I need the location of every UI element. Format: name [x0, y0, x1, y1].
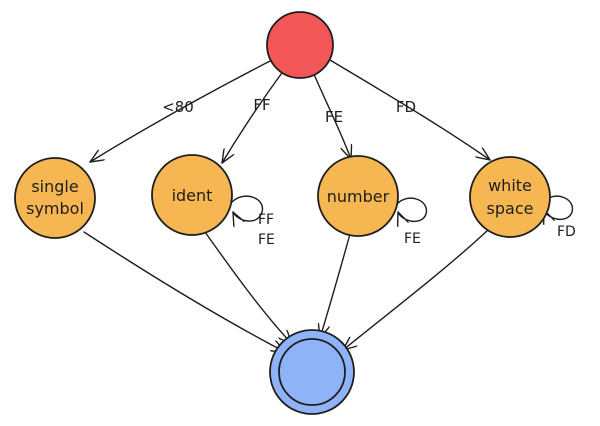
edge-white-space-to-accept	[342, 229, 489, 351]
self-loop-white-space	[542, 195, 574, 219]
edge-ident-to-accept	[204, 231, 293, 345]
state-node-number: number	[317, 155, 399, 237]
number-circle	[317, 155, 399, 237]
accept-node-inner-circle	[278, 338, 346, 406]
single-symbol-circle	[14, 157, 96, 239]
accept-node	[269, 329, 355, 415]
edge-single-symbol-to-accept	[83, 231, 286, 353]
edge-start-to-single-symbol	[89, 59, 273, 163]
self-loop-ident	[231, 195, 264, 221]
white-space-circle	[469, 156, 551, 238]
state-node-white-space: white space	[469, 156, 551, 238]
start-node	[266, 11, 334, 79]
state-node-ident: ident	[151, 154, 233, 236]
start-node-circle	[266, 11, 334, 79]
loop-label-white-space: FD	[557, 224, 576, 240]
loop-label-number: FE	[404, 231, 421, 247]
edge-label-to-number: FE	[325, 108, 343, 126]
edge-label-to-ident: FF	[253, 96, 270, 114]
ident-label: ident	[172, 186, 213, 205]
white-space-label-line2: space	[487, 199, 534, 218]
loop-label-ident-1: FF	[258, 212, 274, 228]
single-symbol-label-line1: single	[31, 177, 78, 196]
number-label: number	[327, 187, 390, 206]
white-space-label-line1: white	[488, 176, 532, 195]
single-symbol-label-line2: symbol	[26, 199, 84, 218]
self-loop-number	[396, 197, 428, 221]
edge-start-to-ident	[221, 69, 285, 164]
edge-start-to-number	[312, 71, 351, 160]
ident-circle	[151, 154, 233, 236]
edge-number-to-accept	[320, 233, 351, 339]
state-node-single-symbol: single symbol	[14, 157, 96, 239]
edge-label-to-white-space: FD	[396, 98, 416, 116]
loop-label-ident-2: FE	[258, 232, 275, 248]
edge-start-to-white-space	[329, 59, 491, 161]
edge-label-to-single-symbol: <80	[162, 98, 194, 116]
